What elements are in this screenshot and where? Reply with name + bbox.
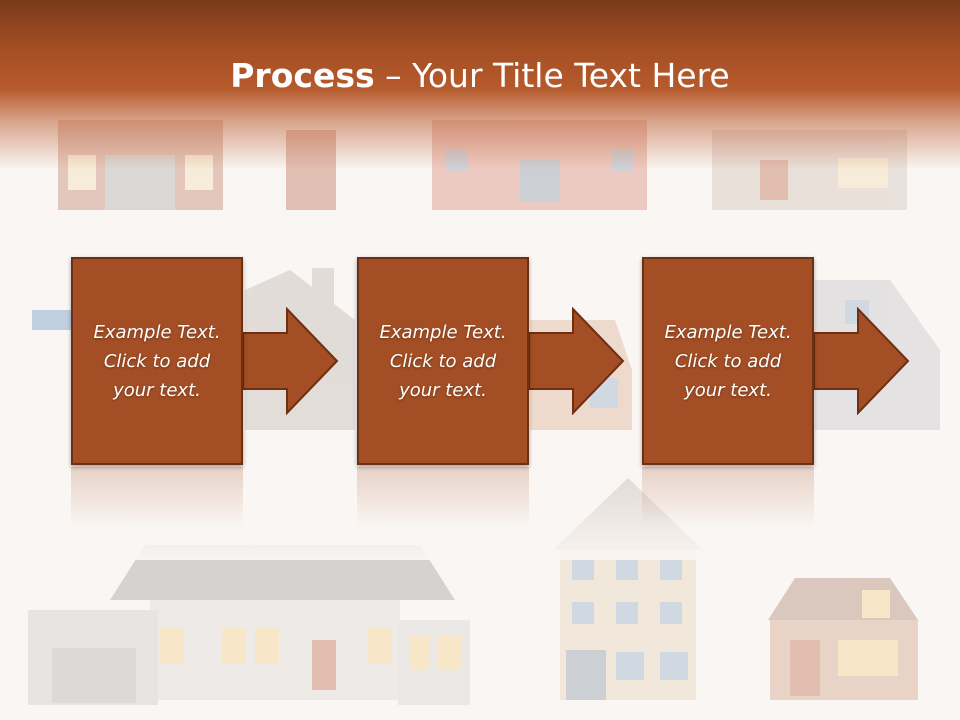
step-1-reflection xyxy=(71,467,243,527)
arrow-right-icon xyxy=(243,307,339,415)
step-1-text[interactable]: Example Text. Click to add your text. xyxy=(93,321,221,401)
process-step-3[interactable]: Example Text. Click to add your text. xyxy=(642,257,814,465)
lower-fade-overlay xyxy=(0,470,960,560)
arrow-right-icon xyxy=(814,307,910,415)
title-bold-text: Process xyxy=(230,56,375,95)
process-step-1[interactable]: Example Text. Click to add your text. xyxy=(71,257,243,465)
step-2-text[interactable]: Example Text. Click to add your text. xyxy=(379,321,507,401)
title-banner xyxy=(0,0,960,170)
process-step-2[interactable]: Example Text. Click to add your text. xyxy=(357,257,529,465)
step-2-reflection xyxy=(357,467,529,527)
title-rest-text: – Your Title Text Here xyxy=(374,56,730,95)
arrow-right-icon xyxy=(529,307,625,415)
slide-title[interactable]: Process – Your Title Text Here xyxy=(0,56,960,96)
step-3-text[interactable]: Example Text. Click to add your text. xyxy=(664,321,792,401)
step-3-reflection xyxy=(642,467,814,527)
